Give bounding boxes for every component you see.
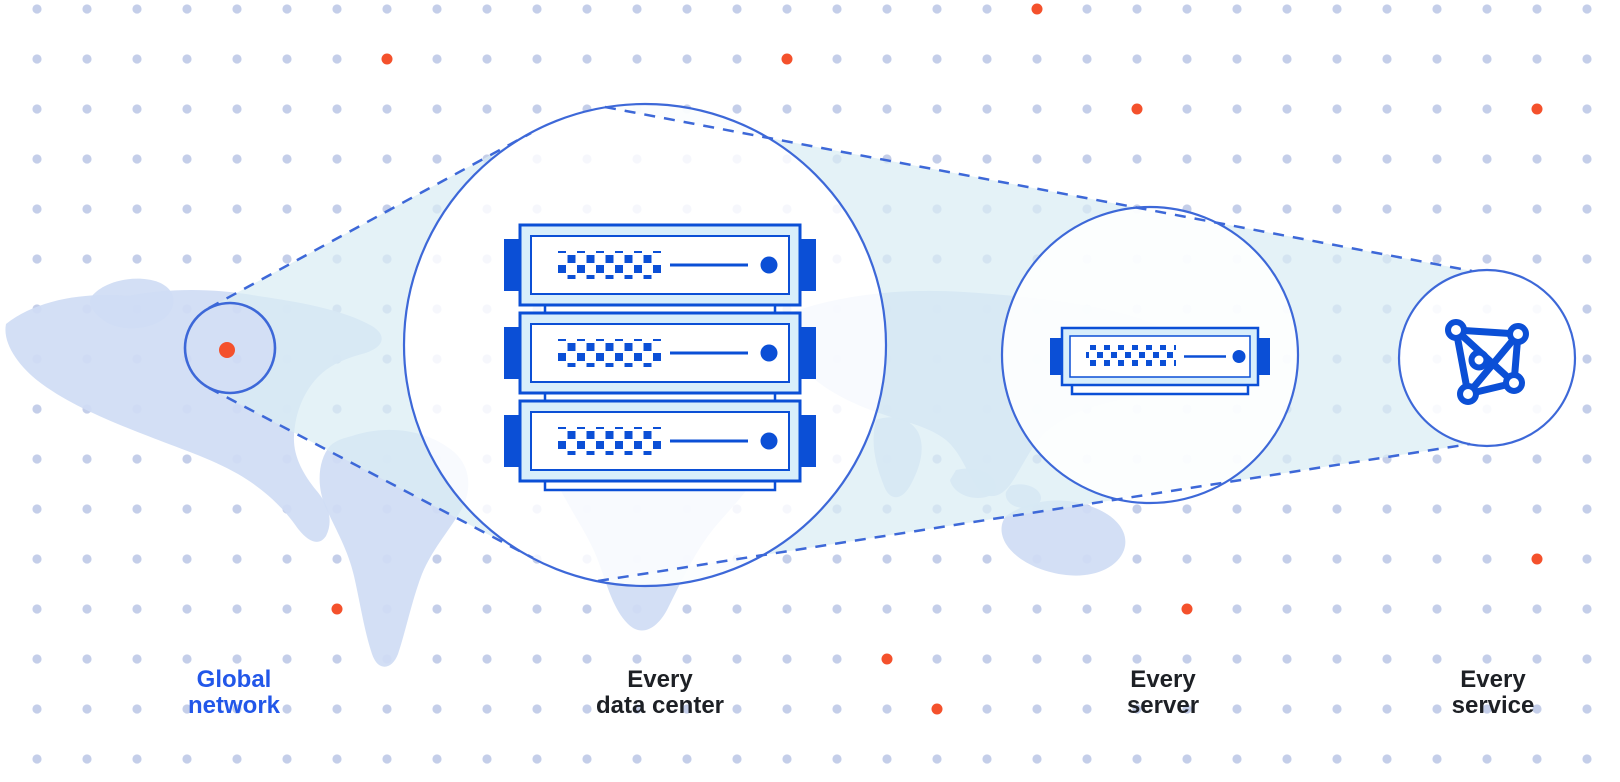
server-rack-stack-icon xyxy=(502,223,818,492)
single-server-icon xyxy=(1048,326,1272,396)
label-every-data-center: Every data center xyxy=(596,667,724,719)
rack-unit-2 xyxy=(502,311,818,395)
label-every-server: Every server xyxy=(1127,667,1199,719)
label-line-1: Global xyxy=(196,666,272,693)
label-line-2: data center xyxy=(595,692,725,719)
accent-orange-dots xyxy=(331,3,1543,715)
label-line-2: service xyxy=(1451,692,1535,719)
map-location-circle xyxy=(183,301,277,395)
zoom-dashed-lines xyxy=(208,105,1473,583)
label-line-1: Every xyxy=(627,666,693,693)
rack-unit-3 xyxy=(502,399,818,483)
label-global-network: Global network xyxy=(188,667,280,719)
label-every-service: Every service xyxy=(1452,667,1535,719)
location-marker-dot-icon xyxy=(219,342,235,358)
label-line-2: network xyxy=(187,692,281,719)
rack-unit-1 xyxy=(502,223,818,307)
network-graph-icon xyxy=(1445,319,1529,405)
label-line-1: Every xyxy=(1130,666,1196,693)
label-line-2: server xyxy=(1126,692,1200,719)
label-line-1: Every xyxy=(1460,666,1526,693)
zoom-cone-left xyxy=(209,133,533,558)
